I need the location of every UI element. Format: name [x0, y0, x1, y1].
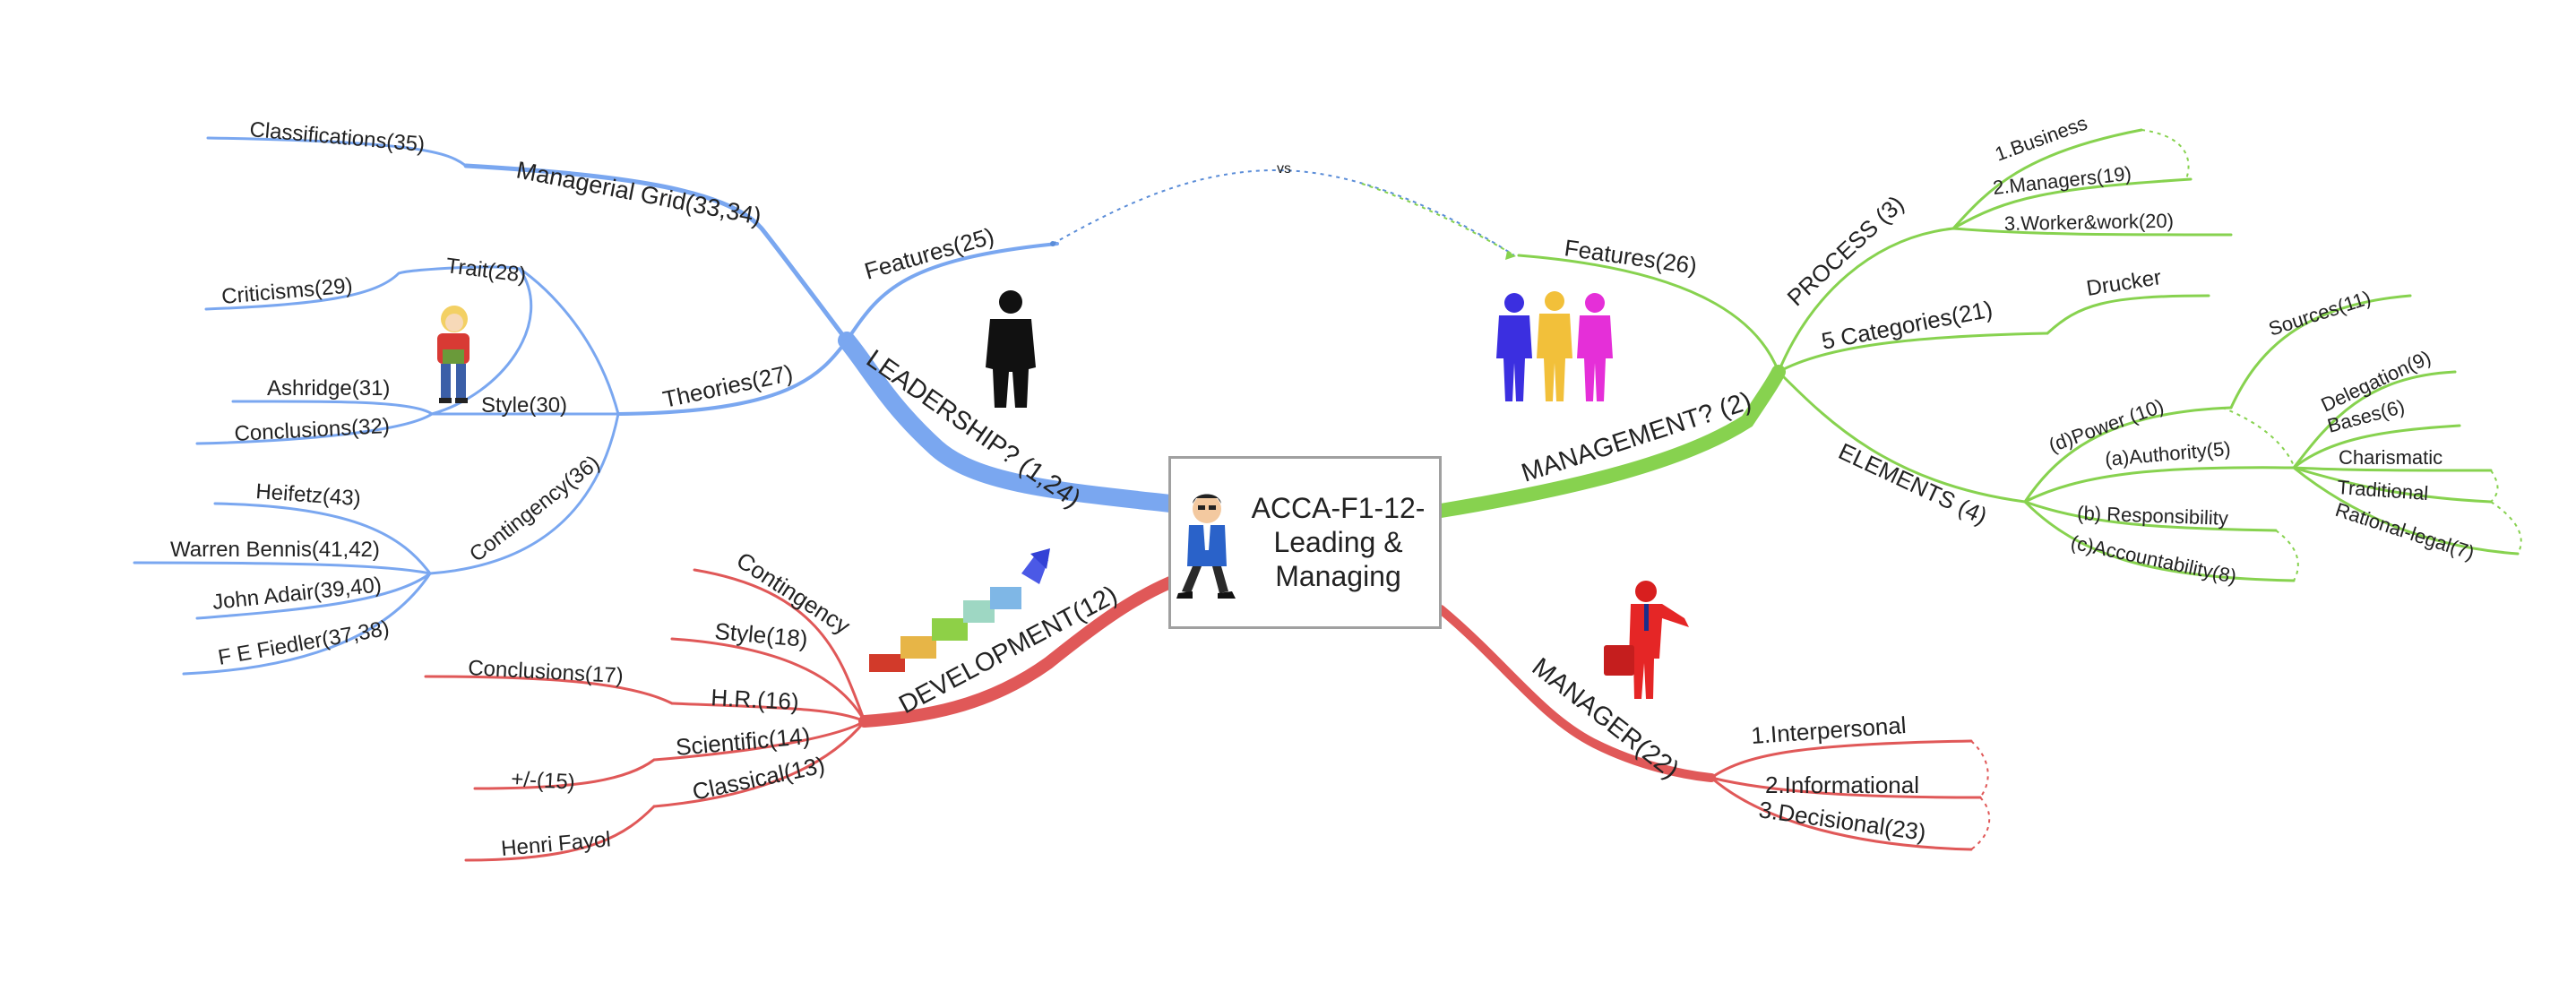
management-rational: Rational-legal(7): [2332, 498, 2477, 564]
management-managers: 2.Managers(19): [1992, 162, 2132, 199]
management-worker: 3.Worker&work(20): [2004, 210, 2175, 235]
leadership-classifications: Classifications(35): [248, 117, 426, 157]
development-classical: Classical(13): [690, 751, 827, 806]
management-sources: Sources(11): [2266, 286, 2374, 340]
leadership-style: Style(30): [481, 393, 567, 418]
management-process: PROCESS (3): [1782, 190, 1909, 311]
management-dotted-links: [2141, 129, 2522, 582]
development-conclusions: Conclusions(17): [468, 656, 625, 688]
leadership-ashridge: Ashridge(31): [267, 376, 390, 401]
central-topic-title: ACCA-F1-12- Leading & Managing: [1251, 492, 1426, 592]
leadership-fiedler: F E Fiedler(37,38): [216, 616, 391, 670]
leadership-contingency: Contingency(36): [465, 451, 604, 567]
management-drucker: Drucker: [2085, 265, 2163, 301]
development-scientific: Scientific(14): [675, 722, 811, 761]
management-branch: [1434, 128, 2520, 582]
vs-connector: [1052, 168, 1515, 256]
vs-label: vs: [1277, 161, 1291, 177]
development-plusminus: +/-(15): [511, 767, 576, 795]
girl-figure-icon: [437, 306, 470, 403]
management-responsibility: (b) Responsibility: [2077, 502, 2229, 530]
development-style: Style(18): [713, 617, 808, 652]
thinking-man-icon: [1176, 494, 1236, 599]
businessman-briefcase-icon: [1604, 581, 1689, 699]
management-elements: ELEMENTS (4): [1834, 437, 1991, 530]
management-accountability: (c)Accountability(8): [2069, 530, 2238, 588]
leadership-label: LEADERSHIP? (1,24): [861, 345, 1086, 514]
manager-dotted-links: [1970, 740, 1991, 850]
management-business: 1.Business: [1992, 111, 2090, 165]
development-branch: [424, 568, 1176, 862]
manager-branch: [1436, 605, 1982, 851]
development-fayol: Henri Fayol: [500, 827, 612, 861]
leadership-managerial-grid: Managerial Grid(33,34): [514, 156, 763, 229]
central-topic[interactable]: ACCA-F1-12- Leading & Managing: [1168, 456, 1442, 629]
leadership-trait: Trait(28): [444, 254, 527, 288]
leadership-branch: [133, 136, 1179, 676]
three-figures-icon: [1496, 291, 1613, 401]
stairs-arrow-icon: [869, 548, 1050, 672]
leadership-warren-bennis: Warren Bennis(41,42): [170, 538, 380, 562]
leadership-conclusions: Conclusions(32): [234, 414, 391, 446]
manager-decisional: 3.Decisional(23): [1757, 796, 1927, 846]
management-categories: 5 Categories(21): [1819, 295, 1994, 354]
leadership-features: Features(25): [861, 222, 996, 285]
management-authority: (a)Authority(5): [2104, 437, 2231, 470]
management-traditional: Traditional: [2337, 476, 2429, 504]
manager-informational: 2.Informational: [1765, 771, 1919, 798]
development-hr: H.R.(16): [711, 684, 800, 715]
businessman-silhouette-icon: [986, 290, 1036, 408]
management-charismatic: Charismatic: [2339, 446, 2442, 469]
